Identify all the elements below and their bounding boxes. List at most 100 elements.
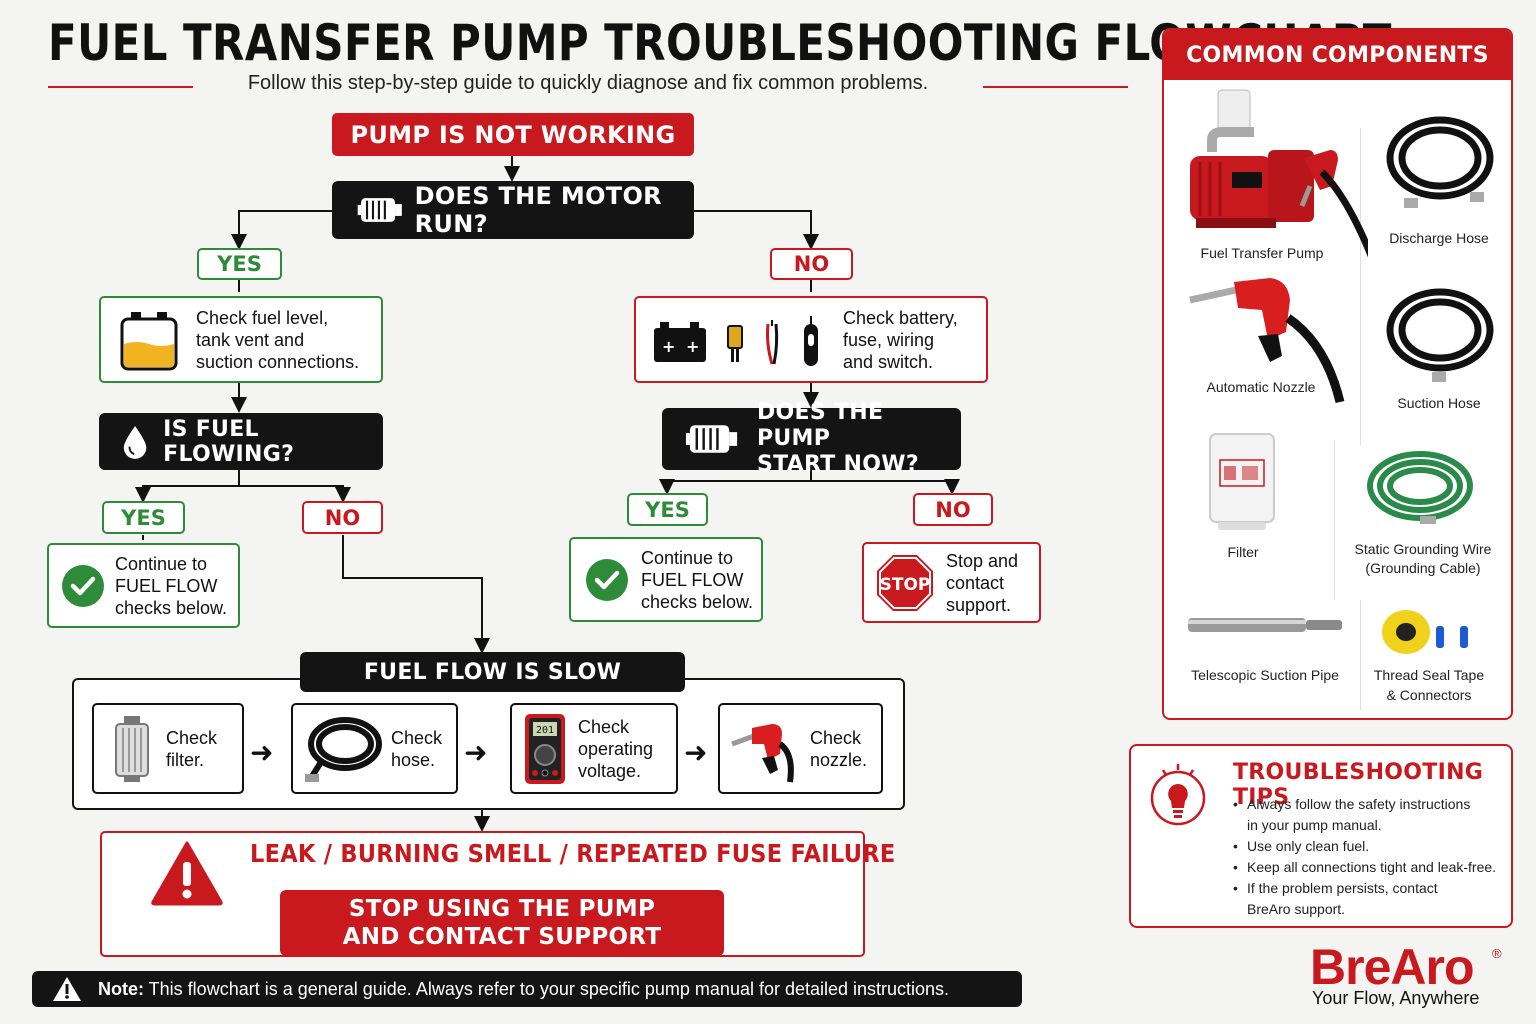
stop-text-line-2: contact: [946, 572, 1005, 593]
question-fuel-flowing: IS FUEL FLOWING?: [99, 413, 383, 470]
continue-card-left: Continue to FUEL FLOW checks below.: [47, 543, 240, 628]
tip-item: Use only clean fuel.: [1233, 836, 1507, 857]
telescopic-pipe-image: [1188, 618, 1342, 632]
tip-item: Keep all connections tight and leak-free…: [1233, 857, 1507, 878]
thread-seal-tape-image: [1382, 610, 1468, 654]
danger-title: LEAK / BURNING SMELL / REPEATED FUSE FAI…: [250, 839, 896, 868]
stop-sign-text: STOP: [880, 575, 931, 595]
tip-item: Always follow the safety instructions in …: [1233, 794, 1507, 836]
continue-right-line-2: FUEL FLOW: [641, 569, 744, 590]
no-label-motor: NO: [770, 248, 853, 280]
subtitle-rule-left: [48, 86, 193, 88]
no-label-pump: NO: [913, 493, 993, 526]
tip-4-line-2: BreAro support.: [1247, 901, 1346, 917]
question-motor-label: DOES THE MOTOR RUN?: [414, 182, 662, 238]
step-hose-line-1: Check: [391, 727, 443, 748]
arrow-right-icon: ➜: [250, 737, 274, 768]
note-text: This flowchart is a general guide. Alway…: [144, 978, 950, 999]
step-nozzle-line-1: Check: [810, 727, 862, 748]
multimeter-readout: 201: [536, 725, 554, 736]
tip-2-line-1: Use only clean fuel.: [1247, 838, 1370, 854]
yes-label-motor: YES: [197, 248, 282, 280]
arrow-right-icon-2: ➜: [464, 737, 488, 768]
electrical-check-card: + + Check battery, fuse, wiring and swit…: [634, 296, 988, 383]
step-nozzle-line-2: nozzle.: [810, 749, 868, 770]
stop-using-banner: STOP USING THE PUMP AND CONTACT SUPPORT: [280, 890, 724, 956]
continue-left-line-3: checks below.: [115, 597, 228, 618]
divider: [1360, 128, 1361, 288]
label-fuel-transfer-pump: Fuel Transfer Pump: [1200, 245, 1324, 261]
question-fuel-label: IS FUEL FLOWING?: [163, 416, 295, 467]
continue-right-line-3: checks below.: [641, 591, 754, 612]
step-filter-line-1: Check: [166, 727, 218, 748]
page-title: FUEL TRANSFER PUMP TROUBLESHOOTING FLOWC…: [48, 14, 1392, 72]
stop-text-line-3: support.: [946, 594, 1012, 615]
stop-text-line-1: Stop and: [946, 550, 1019, 571]
tip-1-line-1: Always follow the safety instructions: [1247, 796, 1471, 812]
electrical-check-line-3: and switch.: [843, 351, 934, 372]
label-connectors: & Connectors: [1386, 687, 1472, 703]
fuel-drop-icon: [123, 425, 147, 459]
question-pump-line-1: DOES THE PUMP: [756, 400, 884, 451]
svg-text:+: +: [686, 337, 699, 356]
checkmark-icon: [62, 564, 104, 607]
no-label-fuel: NO: [302, 501, 383, 534]
step-check-filter: Check filter.: [92, 703, 244, 794]
brand-logo: BreAro: [1310, 939, 1474, 995]
label-telescopic-pipe: Telescopic Suction Pipe: [1191, 667, 1339, 683]
label-grounding-wire: Static Grounding Wire: [1354, 541, 1492, 557]
tip-3-line-1: Keep all connections tight and leak-free…: [1247, 859, 1497, 875]
note-label: Note:: [98, 978, 144, 999]
tip-4-line-1: If the problem persists, contact: [1247, 880, 1438, 896]
motor-icon-2: [685, 425, 738, 453]
step-filter-line-2: filter.: [166, 749, 205, 770]
fuel-check-line-2: tank vent and: [196, 329, 305, 350]
fuel-level-check-card: Check fuel level, tank vent and suction …: [99, 296, 383, 383]
nozzle-icon: [731, 723, 794, 782]
step-check-hose: Check hose.: [291, 703, 458, 794]
hose-icon: [305, 716, 382, 782]
arrow-right-icon-3: ➜: [684, 737, 708, 768]
step-hose-line-2: hose.: [391, 749, 436, 770]
motor-icon: [357, 198, 402, 222]
common-components-panel: COMMON COMPONENTS Fuel Transfer Pump Dis…: [1162, 28, 1513, 720]
step-voltage-line-3: voltage.: [578, 760, 642, 781]
fuel-tank-icon: [120, 311, 178, 370]
tips-list: Always follow the safety instructions in …: [1233, 794, 1507, 920]
fuel-check-line-3: suction connections.: [196, 351, 360, 372]
electrical-check-line-2: fuse, wiring: [843, 329, 935, 350]
continue-left-line-1: Continue to: [115, 553, 208, 574]
divider: [1360, 600, 1361, 710]
tip-1-line-2: in your pump manual.: [1247, 817, 1382, 833]
grounding-wire-image: [1367, 451, 1473, 524]
question-pump-start: DOES THE PUMP START NOW?: [662, 400, 961, 477]
stop-sign-icon: STOP: [877, 554, 933, 611]
stop-using-line-2: AND CONTACT SUPPORT: [342, 924, 662, 950]
stop-using-line-1: STOP USING THE PUMP: [348, 896, 656, 922]
page-subtitle: Follow this step-by-step guide to quickl…: [247, 72, 929, 94]
note-bar: Note: This flowchart is a general guide.…: [32, 971, 1022, 1007]
electrical-parts-icon: + +: [654, 315, 818, 366]
checkmark-icon-2: [586, 558, 628, 601]
divider: [1334, 440, 1335, 600]
question-pump-line-2: START NOW?: [756, 452, 919, 477]
step-voltage-line-1: Check: [578, 716, 630, 737]
continue-right-line-1: Continue to: [641, 547, 734, 568]
label-automatic-nozzle: Automatic Nozzle: [1206, 379, 1316, 395]
svg-text:+: +: [662, 337, 675, 356]
divider: [1360, 285, 1361, 445]
question-motor-run: DOES THE MOTOR RUN?: [332, 181, 694, 239]
brand-registered-mark: ®: [1492, 946, 1502, 961]
stop-support-card: STOP Stop and contact support.: [862, 542, 1041, 623]
label-thread-seal-tape: Thread Seal Tape: [1373, 667, 1485, 683]
common-components-header: COMMON COMPONENTS: [1164, 30, 1511, 80]
slow-flow-header: FUEL FLOW IS SLOW: [300, 652, 685, 692]
step-voltage-line-2: operating: [578, 738, 654, 759]
continue-card-right: Continue to FUEL FLOW checks below.: [569, 537, 763, 622]
discharge-hose-image: [1386, 116, 1494, 208]
label-grounding-cable: (Grounding Cable): [1365, 560, 1481, 576]
lightbulb-icon: [1150, 764, 1206, 826]
subtitle-rule-right: [983, 86, 1128, 88]
filter-image: [1209, 433, 1275, 530]
